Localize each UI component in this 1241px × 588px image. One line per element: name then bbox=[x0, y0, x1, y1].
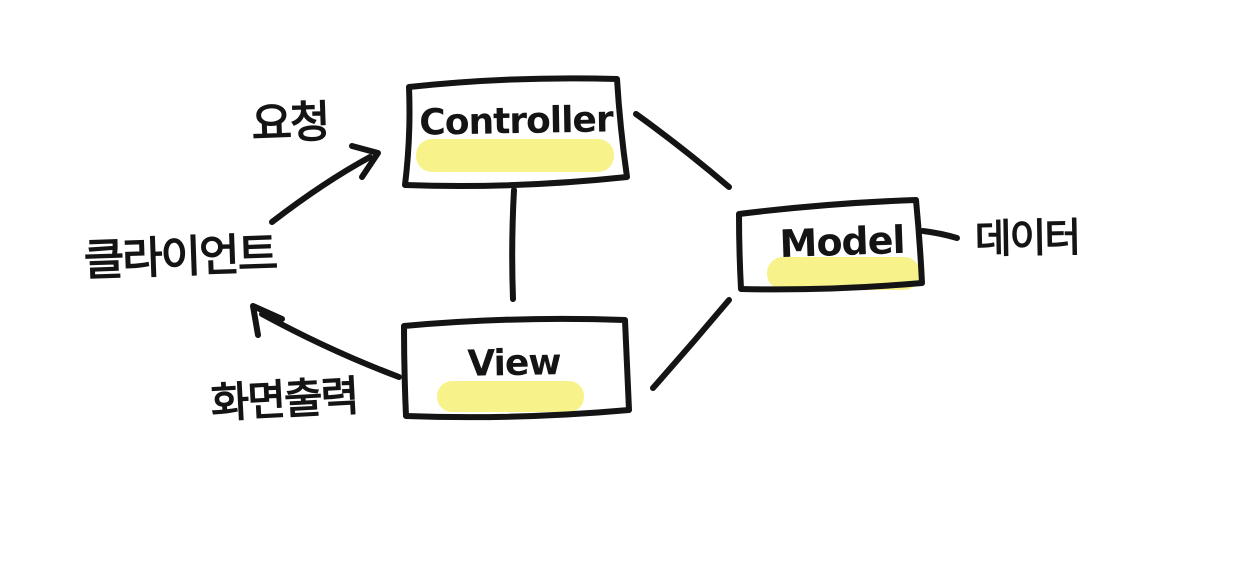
screen-output-annotation: 화면출력 bbox=[209, 371, 359, 428]
controller-node-label: Controller bbox=[418, 99, 613, 144]
view-node-label: View bbox=[467, 342, 561, 385]
request-annotation: 요청 bbox=[250, 96, 330, 151]
model-highlight-mark bbox=[767, 257, 920, 290]
model-box bbox=[736, 197, 925, 293]
request-arrowhead-icon bbox=[349, 143, 381, 180]
edge-controller-model bbox=[633, 111, 732, 190]
client-annotation: 클라이언트 bbox=[82, 228, 278, 287]
screen-output-arrowhead-icon bbox=[250, 303, 285, 338]
controller-highlight-mark bbox=[416, 139, 614, 172]
view-box bbox=[401, 315, 632, 421]
edge-controller-view bbox=[509, 187, 517, 302]
data-annotation: 데이터 bbox=[974, 215, 1080, 263]
edge-view-model bbox=[650, 297, 732, 391]
edge-model-data-tick bbox=[920, 228, 960, 241]
controller-box bbox=[402, 75, 630, 189]
screen-output-arrow-shaft bbox=[259, 311, 402, 380]
view-highlight-mark bbox=[437, 381, 584, 412]
request-arrow-shaft bbox=[269, 154, 373, 225]
model-node-label: Model bbox=[778, 217, 906, 267]
